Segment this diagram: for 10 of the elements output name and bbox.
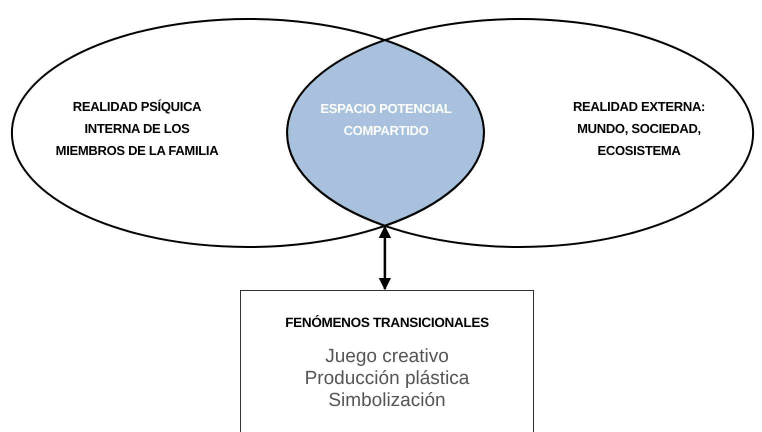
- lens-shape: [286, 39, 484, 227]
- box-heading: FENÓMENOS TRANSICIONALES: [285, 315, 489, 330]
- list-item: Juego creativo: [325, 346, 449, 368]
- ellipse-label: REALIDAD PSÍQUICA INTERNA DE LOS MIEMBROS DE LA FAMILIA: [54, 98, 220, 160]
- double-arrow: [378, 226, 392, 290]
- process-box: [240, 290, 534, 432]
- list-item: Producción plástica: [304, 368, 470, 390]
- ellipse-label: REALIDAD EXTERNA: MUNDO, SOCIEDAD, ECOSISTEMA: [572, 98, 706, 160]
- ellipse-label: ESPACIO POTENCIAL COMPARTIDO: [319, 100, 453, 140]
- list-item: Simbolización: [328, 390, 446, 412]
